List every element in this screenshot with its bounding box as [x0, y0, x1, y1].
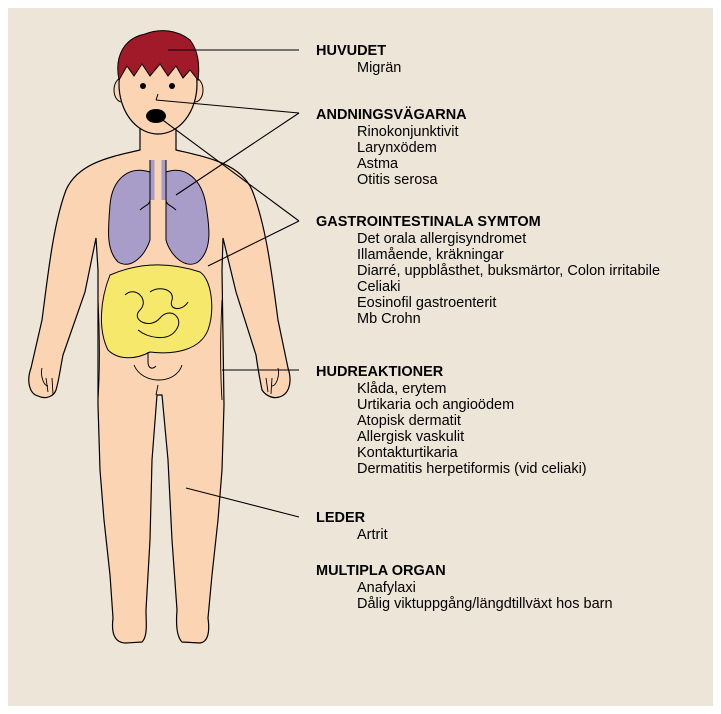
group-items: Anafylaxi Dålig viktuppgång/längdtillväx… [316, 580, 613, 612]
group-multipla-organ: MULTIPLA ORGAN Anafylaxi Dålig viktuppgå… [316, 563, 613, 612]
group-item: Mb Crohn [357, 311, 660, 327]
group-item: Larynxödem [357, 140, 467, 156]
group-item: Dålig viktuppgång/längdtillväxt hos barn [357, 596, 613, 612]
group-item: Atopisk dermatit [357, 413, 587, 429]
group-leder: LEDER Artrit [316, 510, 388, 543]
group-item: Illamående, kräkningar [357, 247, 660, 263]
group-hudreaktioner: HUDREAKTIONER Klåda, erytem Urtikaria oc… [316, 364, 587, 477]
group-item: Celiaki [357, 279, 660, 295]
group-item: Diarré, uppblåsthet, buksmärtor, Colon i… [357, 263, 660, 279]
group-heading: GASTROINTESTINALA SYMTOM [316, 214, 660, 231]
group-item: Det orala allergisyndromet [357, 231, 660, 247]
group-item: Dermatitis herpetiformis (vid celiaki) [357, 461, 587, 477]
group-gastrointestinala: GASTROINTESTINALA SYMTOM Det orala aller… [316, 214, 660, 327]
group-items: Artrit [316, 527, 388, 543]
group-item: Artrit [357, 527, 388, 543]
group-item: Rinokonjunktivit [357, 124, 467, 140]
body-silhouette [29, 100, 290, 643]
group-item: Urtikaria och angioödem [357, 397, 587, 413]
group-item: Migrän [357, 60, 401, 76]
group-item: Anafylaxi [357, 580, 613, 596]
group-items: Rinokonjunktivit Larynxödem Astma Otitis… [316, 124, 467, 188]
group-andningsvagarna: ANDNINGSVÄGARNA Rinokonjunktivit Larynxö… [316, 107, 467, 188]
group-heading: LEDER [316, 510, 388, 527]
group-item: Klåda, erytem [357, 381, 587, 397]
group-heading: HUDREAKTIONER [316, 364, 587, 381]
group-heading: HUVUDET [316, 43, 401, 60]
group-item: Otitis serosa [357, 172, 467, 188]
group-items: Klåda, erytem Urtikaria och angioödem At… [316, 381, 587, 477]
group-huvudet: HUVUDET Migrän [316, 43, 401, 76]
eye-left [140, 83, 146, 89]
group-items: Det orala allergisyndromet Illamående, k… [316, 231, 660, 327]
group-items: Migrän [316, 60, 401, 76]
group-item: Eosinofil gastroenterit [357, 295, 660, 311]
group-heading: ANDNINGSVÄGARNA [316, 107, 467, 124]
group-item: Astma [357, 156, 467, 172]
group-item: Kontakturtikaria [357, 445, 587, 461]
group-heading: MULTIPLA ORGAN [316, 563, 613, 580]
group-item: Allergisk vaskulit [357, 429, 587, 445]
eye-right [169, 83, 175, 89]
